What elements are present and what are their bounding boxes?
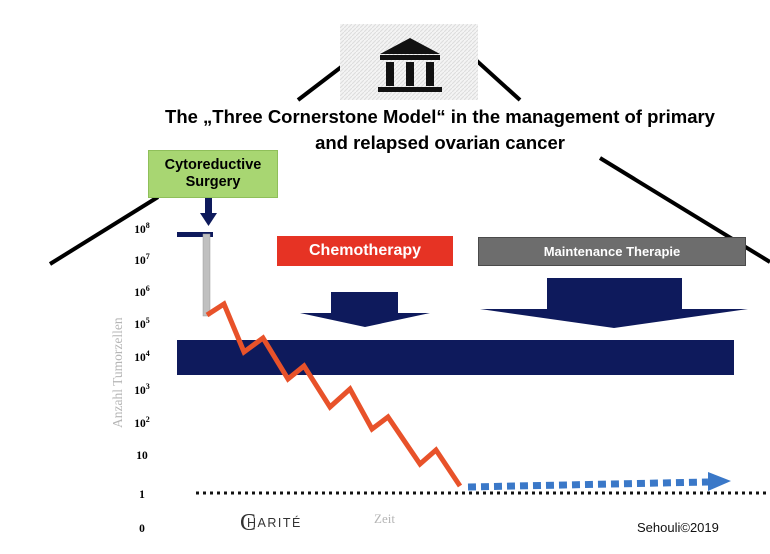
chemotherapy-box: Chemotherapy — [277, 236, 453, 266]
chemotherapy-label: Chemotherapy — [308, 242, 422, 259]
y-tick-label: 102 — [134, 415, 150, 430]
y-tick-label: 0 — [139, 523, 145, 535]
y-tick-label: 10 — [136, 450, 148, 462]
chemotherapy-arrow — [300, 292, 430, 327]
y-tick-label: 108 — [134, 221, 150, 236]
maintenance-trend-line — [467, 478, 709, 491]
y-tick-label: 105 — [134, 316, 150, 331]
logo-text: HARITÉ — [247, 516, 302, 530]
logo-mark: C — [240, 510, 257, 536]
surgery-drop-bar — [202, 233, 211, 317]
maintenance-arrow-block — [480, 278, 748, 328]
tumor-cell-curve — [205, 300, 463, 488]
surgery-box: Cytoreductive Surgery — [148, 150, 278, 198]
page-title: The „Three Cornerstone Model“ in the man… — [120, 104, 760, 156]
charite-logo: C HARITÉ — [240, 511, 302, 535]
x-axis-label: Zeit — [374, 511, 395, 526]
y-tick-label: 104 — [134, 349, 150, 364]
y-tick-label: 1 — [139, 489, 145, 501]
y-axis-label: Anzahl Tumorzellen — [110, 317, 125, 428]
surgery-arrow — [200, 197, 217, 226]
y-tick-label: 103 — [134, 382, 150, 397]
maintenance-label: Maintenance Therapie — [543, 244, 681, 259]
start-level-marker — [177, 232, 213, 237]
surgery-label-line-1: Cytoreductive — [164, 157, 262, 173]
title-line-2: and relapsed ovarian cancer — [315, 132, 565, 153]
maintenance-box: Maintenance Therapie — [478, 237, 746, 266]
surgery-label-line-2: Surgery — [185, 174, 241, 190]
title-line-1: The „Three Cornerstone Model“ in the man… — [165, 106, 715, 127]
temple-icon — [340, 24, 478, 100]
copyright-credit: Sehouli©2019 — [637, 520, 719, 535]
roof-line-lower-left — [48, 195, 160, 266]
y-tick-label: 106 — [134, 284, 150, 299]
y-tick-label: 107 — [134, 252, 150, 267]
maintenance-trend-arrowhead — [708, 472, 731, 491]
threshold-band — [177, 340, 734, 375]
